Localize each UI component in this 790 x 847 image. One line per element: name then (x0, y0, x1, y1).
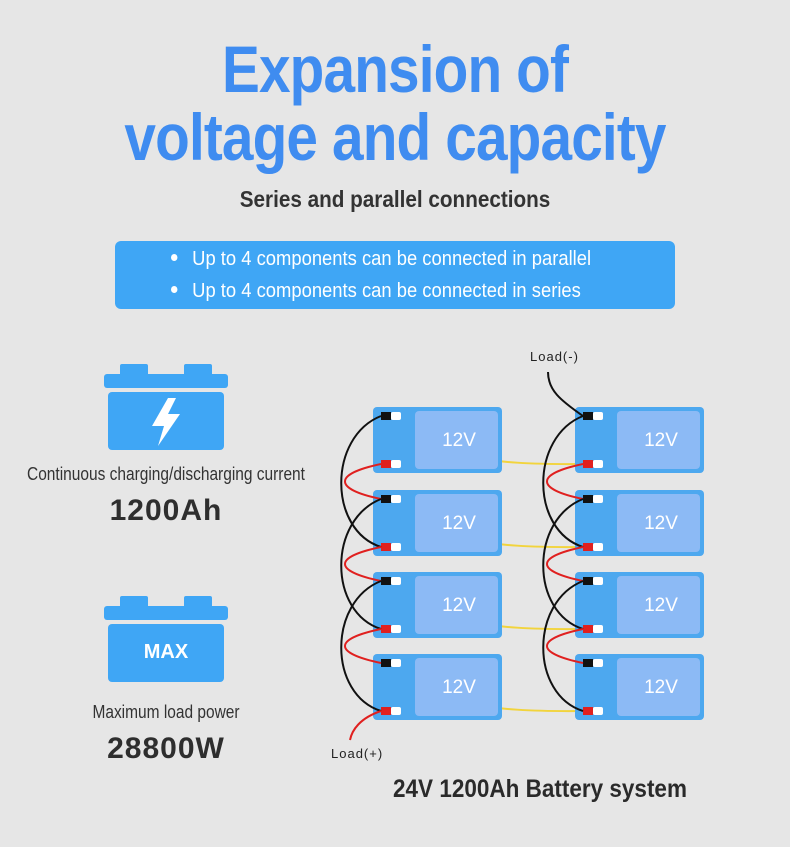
terminal-positive-cap (391, 460, 401, 468)
terminal-positive (583, 460, 593, 468)
bullet-series-text: Up to 4 components can be connected in s… (192, 280, 581, 302)
system-label: 24V 1200Ah Battery system (393, 775, 687, 803)
terminal-negative-cap (593, 412, 603, 420)
wire-black (542, 580, 584, 712)
terminal-negative (583, 412, 593, 420)
battery-cell-panel (415, 494, 498, 552)
terminal-positive-cap (391, 625, 401, 633)
battery-cell-voltage: 12V (442, 513, 476, 534)
wire-red (344, 463, 382, 500)
title-line-2: voltage and capacity (124, 100, 666, 174)
terminal-negative-cap (391, 659, 401, 667)
battery-cell-panel (415, 658, 498, 716)
terminal-positive (583, 625, 593, 633)
battery-cell-panel (415, 576, 498, 634)
bullet-parallel: Up to 4 components can be connected in p… (171, 248, 591, 271)
battery-cell-voltage: 12V (442, 430, 476, 451)
terminal-positive-cap (391, 543, 401, 551)
terminal-negative (381, 659, 391, 667)
terminal-negative-cap (593, 495, 603, 503)
charging-value: 1200Ah (109, 494, 223, 527)
terminal-negative (583, 495, 593, 503)
bullet-parallel-text: Up to 4 components can be connected in p… (192, 248, 592, 270)
terminal-positive (381, 707, 391, 715)
terminal-negative-cap (391, 412, 401, 420)
terminal-positive (381, 543, 391, 551)
load-power-value: 28800W (107, 732, 225, 765)
terminal-positive (381, 625, 391, 633)
terminal-positive-cap (593, 625, 603, 633)
load-positive-label: Load(+) (331, 746, 384, 761)
terminal-negative-cap (391, 495, 401, 503)
max-label: MAX (144, 641, 189, 663)
bullet-series: Up to 4 components can be connected in s… (171, 280, 581, 303)
terminal-positive-cap (593, 707, 603, 715)
wire-red (546, 463, 584, 500)
battery-cell-voltage: 12V (644, 677, 678, 698)
terminal-negative (583, 659, 593, 667)
terminal-positive (381, 460, 391, 468)
load-negative-label: Load(-) (530, 349, 579, 364)
wire-black (340, 580, 382, 712)
load-power-caption: Maximum load power (92, 702, 240, 722)
terminal-negative (381, 577, 391, 585)
terminal-positive-cap (593, 543, 603, 551)
battery-lightning-icon (104, 364, 228, 450)
wire-load-positive (349, 710, 382, 741)
terminal-negative-cap (593, 659, 603, 667)
wire-load-negative (547, 371, 584, 417)
terminal-negative-cap (593, 577, 603, 585)
wire-red (546, 546, 584, 582)
terminal-positive-cap (391, 707, 401, 715)
charging-caption: Continuous charging/discharging current (27, 464, 305, 484)
battery-cell-panel (617, 411, 700, 469)
battery-max-icon: MAX (104, 596, 228, 682)
terminal-positive-cap (593, 460, 603, 468)
terminal-negative (583, 577, 593, 585)
title-line-1: Expansion of (221, 32, 569, 106)
battery-cell-voltage: 12V (442, 677, 476, 698)
battery-cell-voltage: 12V (644, 595, 678, 616)
battery-cell-voltage: 12V (644, 430, 678, 451)
bullet-dot-icon (171, 286, 178, 294)
feature-banner: Up to 4 components can be connected in p… (115, 241, 675, 309)
battery-cell-panel (617, 658, 700, 716)
terminal-negative (381, 495, 391, 503)
wire-red (344, 546, 382, 582)
battery-cell-panel (617, 576, 700, 634)
wire-black (542, 498, 584, 630)
battery-cell-voltage: 12V (442, 595, 476, 616)
battery-cell-voltage: 12V (644, 513, 678, 534)
terminal-positive (583, 707, 593, 715)
battery-cell-panel (617, 494, 700, 552)
terminal-negative-cap (391, 577, 401, 585)
subtitle: Series and parallel connections (239, 186, 551, 212)
terminal-positive (583, 543, 593, 551)
wire-black (542, 415, 584, 548)
terminal-negative (381, 412, 391, 420)
wire-red (546, 628, 584, 664)
wire-black (340, 498, 382, 630)
battery-cell-panel (415, 411, 498, 469)
bullet-dot-icon (171, 254, 178, 262)
wire-black (340, 415, 382, 548)
wire-red (344, 628, 382, 664)
